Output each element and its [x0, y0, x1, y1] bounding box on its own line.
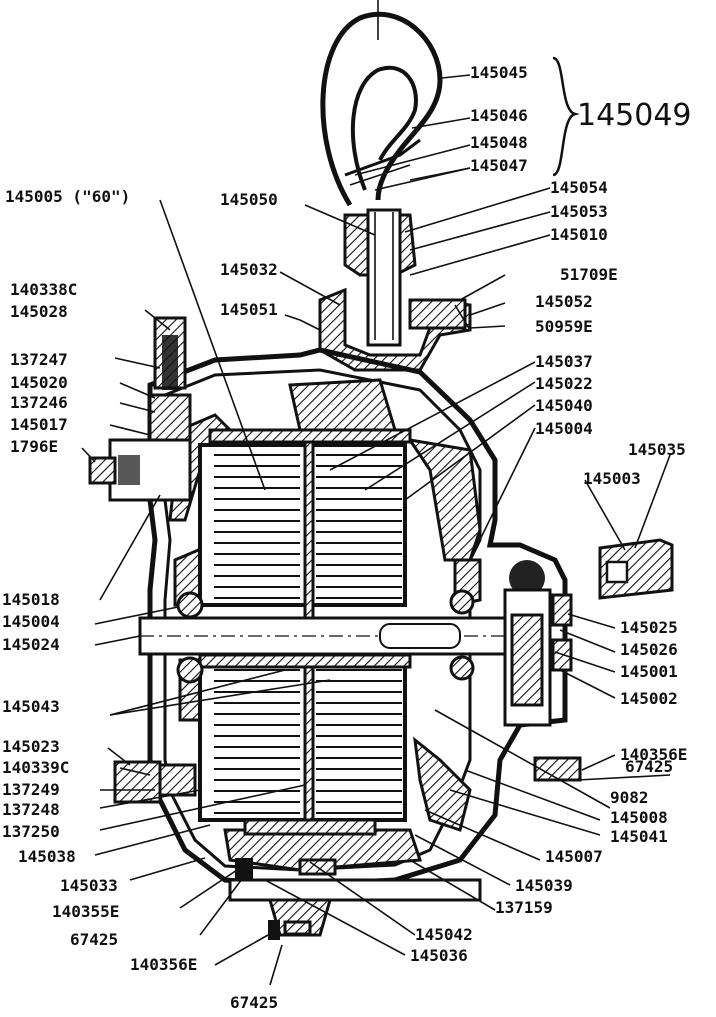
leader-lines — [81, 74, 671, 986]
suspension-housing — [318, 287, 472, 372]
part-label: 140338C — [10, 280, 77, 299]
part-label: 145038 — [18, 847, 76, 866]
part-label: 137159 — [495, 898, 553, 917]
part-label: 145028 — [10, 302, 68, 321]
part-label: 137246 — [10, 393, 68, 412]
brake-assembly — [503, 560, 582, 782]
part-label: 145004 — [2, 612, 60, 631]
part-label: 140339C — [2, 758, 69, 777]
part-label: 9082 — [610, 788, 649, 807]
part-label: 67425 — [230, 993, 278, 1012]
part-label: 145033 — [60, 876, 118, 895]
part-number-labels: 145045 145046 145048 145047 145005 ("60") 145… — [2, 63, 692, 1012]
part-label: 137250 — [2, 822, 60, 841]
part-label: 145047 — [470, 156, 528, 175]
part-label: 145023 — [2, 737, 60, 756]
part-label: 145018 — [2, 590, 60, 609]
assembly-number-label: 145049 — [577, 98, 692, 133]
part-label: 145039 — [515, 876, 573, 895]
part-label: 145020 — [10, 373, 68, 392]
part-label: 145035 — [628, 440, 686, 459]
part-label: 145004 — [535, 419, 593, 438]
part-label: 140356E — [620, 745, 687, 764]
part-label: 137248 — [2, 800, 60, 819]
part-label: 67425 — [625, 757, 673, 776]
part-label: 145010 — [550, 225, 608, 244]
bottom-cap — [228, 858, 482, 940]
part-label: 145045 — [470, 63, 528, 82]
part-label: 145041 — [610, 827, 668, 846]
part-label: 145024 — [2, 635, 60, 654]
rotor-stator-laminations — [198, 428, 412, 836]
part-label: 51709E — [560, 265, 618, 284]
part-label: 145008 — [610, 808, 668, 827]
part-label: 145003 — [583, 469, 641, 488]
part-label: 1796E — [10, 437, 58, 456]
part-label: 145046 — [470, 106, 528, 125]
part-label: 137249 — [2, 780, 60, 799]
part-label: 145048 — [470, 133, 528, 152]
part-label: 67425 — [70, 930, 118, 949]
part-label: 145001 — [620, 662, 678, 681]
part-label: 145042 — [415, 925, 473, 944]
detail-part-145035 — [598, 538, 674, 600]
part-label: 145037 — [535, 352, 593, 371]
part-label: 145050 — [220, 190, 278, 209]
part-label: 145022 — [535, 374, 593, 393]
part-label: 145017 — [10, 415, 68, 434]
part-label: 145005 ("60") — [5, 187, 130, 206]
part-label: 50959E — [535, 317, 593, 336]
part-label: 145026 — [620, 640, 678, 659]
part-label: 145053 — [550, 202, 608, 221]
hook — [320, 0, 443, 207]
part-label: 145052 — [535, 292, 593, 311]
part-label: 145040 — [535, 396, 593, 415]
part-label: 145054 — [550, 178, 608, 197]
part-label: 145007 — [545, 847, 603, 866]
part-label: 137247 — [10, 350, 68, 369]
swivel-block — [343, 208, 417, 347]
assembly-brace — [552, 56, 580, 177]
part-label: 140355E — [52, 902, 119, 921]
part-label: 145051 — [220, 300, 278, 319]
part-label: 145032 — [220, 260, 278, 279]
part-label: 145002 — [620, 689, 678, 708]
shaft — [138, 589, 542, 684]
part-label: 145025 — [620, 618, 678, 637]
part-label: 145043 — [2, 697, 60, 716]
part-label: 140356E — [130, 955, 197, 974]
left-fittings — [88, 316, 197, 804]
part-label: 145036 — [410, 946, 468, 965]
